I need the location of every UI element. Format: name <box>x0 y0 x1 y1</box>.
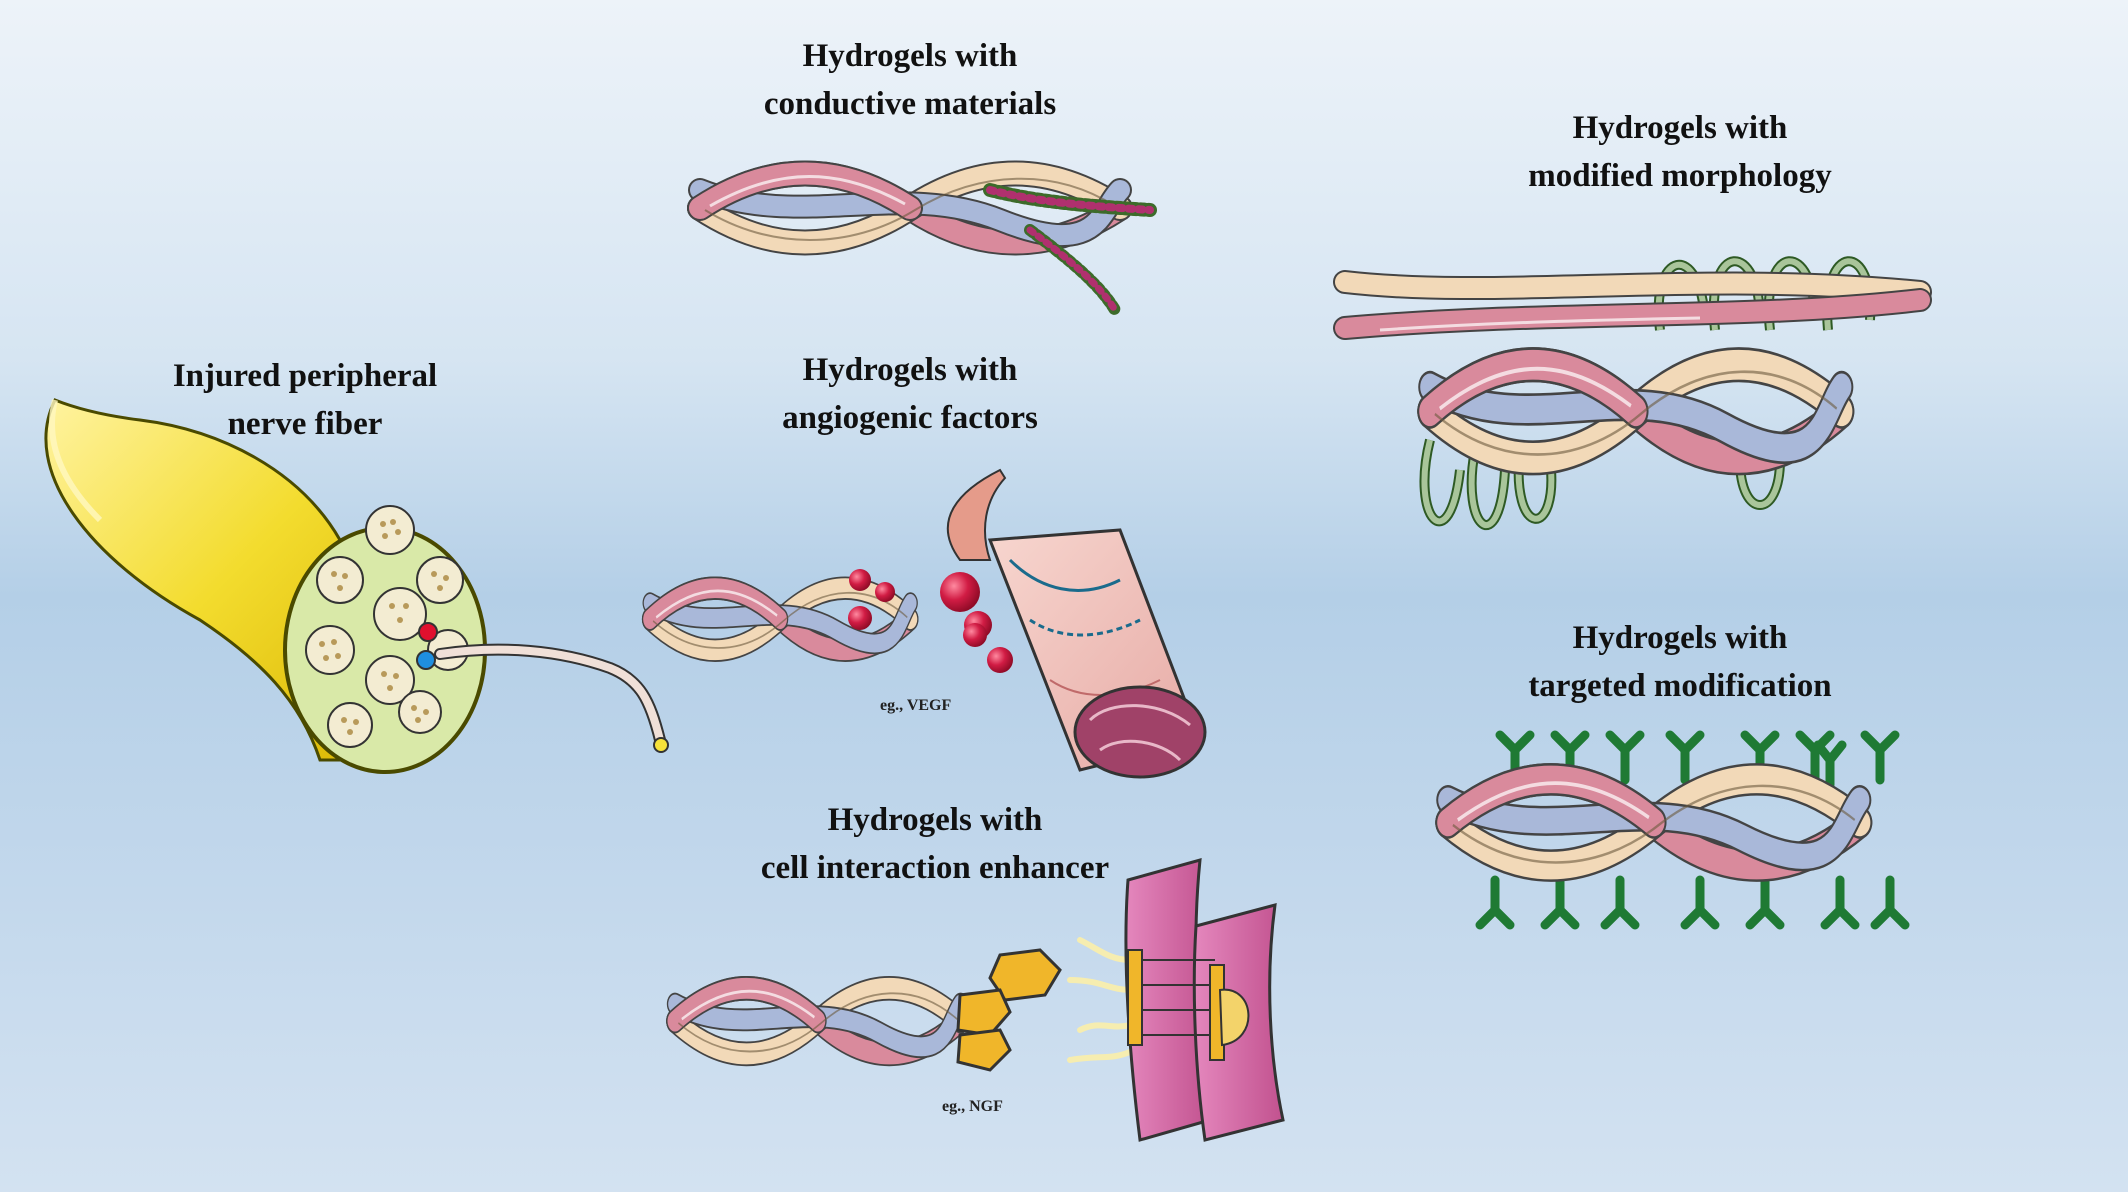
label-angiogenic-line1: Hydrogels with <box>802 352 1018 388</box>
label-targeted-line1: Hydrogels with <box>1572 620 1788 656</box>
label-example-ngf: eg., NGF <box>942 1098 1003 1115</box>
conductive-hydrogel-strands <box>700 174 1157 316</box>
label-cell-interaction-line2: cell interaction enhancer <box>760 850 1110 886</box>
vegf-droplets <box>848 569 1013 673</box>
targeted-hydrogel-illustration <box>1448 730 1910 930</box>
ngf-molecules <box>956 948 1062 1072</box>
label-cell-interaction: Hydrogels with cell interaction enhancer <box>700 796 1170 892</box>
label-injured-nerve: Injured peripheral nerve fiber <box>120 352 490 448</box>
label-conductive-line1: Hydrogels with <box>802 38 1018 74</box>
label-morphology-line2: modified morphology <box>1528 158 1832 194</box>
label-morphology-line1: Hydrogels with <box>1572 110 1788 146</box>
morphology-hydrogel-illustration <box>1333 256 1932 530</box>
label-targeted-line2: targeted modification <box>1528 668 1832 704</box>
label-conductive: Hydrogels with conductive materials <box>700 32 1120 128</box>
cell-interaction-illustration <box>675 857 1285 1142</box>
nerve-fiber-illustration <box>44 398 669 774</box>
ngf-signal-lines <box>1067 937 1133 1063</box>
label-conductive-line2: conductive materials <box>763 86 1057 122</box>
label-injured-nerve-line1: Injured peripheral <box>172 358 438 394</box>
label-morphology: Hydrogels with modified morphology <box>1460 104 1900 200</box>
label-cell-interaction-line1: Hydrogels with <box>827 802 1043 838</box>
blood-vessel <box>946 468 1207 779</box>
morphology-top-strands <box>1333 270 1932 340</box>
label-example-vegf: eg., VEGF <box>880 697 952 714</box>
label-targeted: Hydrogels with targeted modification <box>1460 614 1900 710</box>
label-injured-nerve-line2: nerve fiber <box>227 406 383 442</box>
label-angiogenic: Hydrogels with angiogenic factors <box>700 346 1120 442</box>
angiogenic-hydrogel-illustration <box>650 468 1207 779</box>
cell-membrane-pair <box>1124 857 1285 1142</box>
receptor-bottom-row <box>1475 875 1910 930</box>
label-angiogenic-line2: angiogenic factors <box>782 400 1038 436</box>
